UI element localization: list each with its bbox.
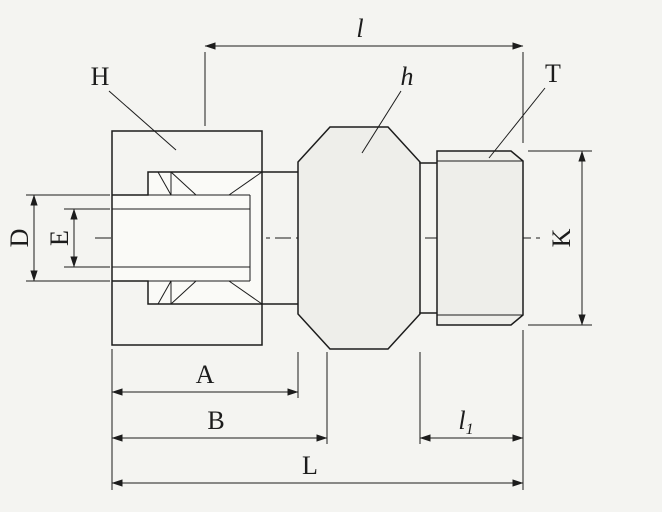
leader-T (488, 87, 546, 159)
dimension-l: l (204, 14, 524, 143)
threaded-end (436, 150, 524, 326)
nut-cavity (112, 172, 262, 304)
back-ferrule-bottom (157, 280, 172, 305)
leader-labels: H h T (91, 59, 561, 159)
dimension-D: D (5, 194, 110, 282)
hex-body (297, 126, 421, 350)
dimension-B: B (111, 352, 328, 444)
dimension-L: L (111, 330, 524, 490)
leader-h (361, 90, 402, 154)
dim-l-label: l (356, 14, 363, 43)
ferrule-details (112, 171, 263, 305)
fitting-body (261, 126, 524, 350)
dimension-E: E (45, 208, 110, 268)
dimension-K: K (528, 150, 592, 326)
dim-E-label: E (45, 230, 74, 246)
dim-l1-label: l1 (458, 406, 473, 438)
dim-L-label: L (302, 451, 318, 480)
front-ferrule-bottom (170, 280, 197, 305)
body-mouth-cone-bottom (228, 280, 263, 305)
label-H: H (91, 62, 110, 91)
dim-B-label: B (207, 406, 224, 435)
dim-K-label: K (547, 228, 576, 247)
body-mouth-cone-top (228, 171, 263, 196)
dimension-l1: l1 (419, 352, 524, 444)
back-ferrule-top (157, 171, 172, 196)
dim-D-label: D (5, 229, 34, 248)
label-h: h (401, 62, 414, 91)
label-T: T (545, 59, 561, 88)
dim-A-label: A (196, 360, 215, 389)
dimension-A: A (111, 349, 299, 490)
front-ferrule-top (170, 171, 197, 196)
leader-H (108, 90, 177, 151)
